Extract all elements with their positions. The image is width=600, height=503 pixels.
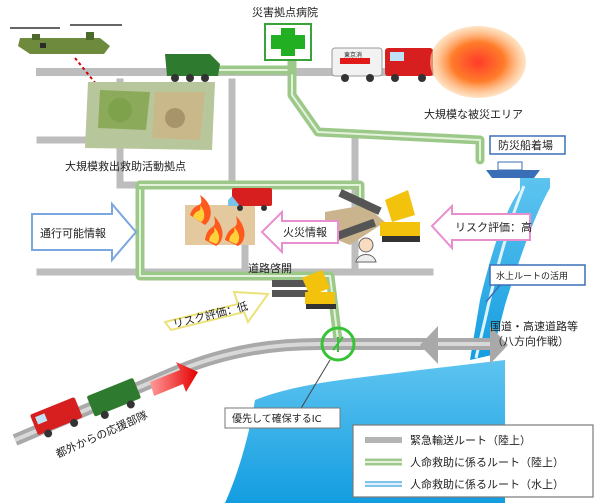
legend-label-water-rescue: 人命救助に係るルート（水上） (410, 477, 564, 491)
road-clearing-excavator (272, 270, 336, 309)
rescue-base-park (85, 82, 215, 150)
highway-sub-label: （八方向作戦） (492, 334, 569, 348)
legend-label-land-rescue: 人命救助に係るルート（陸上） (410, 455, 564, 469)
disaster-area-label: 大規模な被災エリア (424, 107, 523, 121)
fire-info-label: 火災情報 (283, 226, 327, 239)
svg-text:東京消: 東京消 (344, 51, 362, 59)
helicopter-drop-line (74, 57, 106, 96)
hospital-icon (264, 23, 312, 61)
risk-low-label: リスク評価：低 (171, 299, 249, 331)
support-army-truck (87, 378, 141, 419)
water-route-pointer (485, 284, 501, 303)
highway-arrow-head (420, 326, 438, 364)
worker-icon (355, 237, 377, 263)
river-route (474, 185, 526, 359)
ic-callout-line (299, 359, 331, 411)
debris-excavator-upper (325, 189, 420, 245)
road-clearing-label: 道路啓開 (248, 261, 292, 275)
fire-info-arrow (260, 209, 339, 255)
support-fire-truck (30, 397, 83, 438)
support-arrow (150, 362, 198, 396)
traffic-info-arrow (31, 201, 138, 263)
fire-truck-icon (385, 48, 433, 82)
water-route-label: 水上ルートの活用 (496, 270, 568, 282)
priority-ic-marker (320, 326, 356, 362)
priority-ic-box (224, 407, 341, 429)
legend-label-land-emergency: 緊急輸送ルート（陸上） (410, 433, 531, 447)
helicopter-icon (10, 24, 122, 54)
pier-label-box (489, 135, 566, 155)
pier-label: 防災船着場 (498, 138, 553, 152)
military-truck-icon (165, 54, 220, 82)
highway-label: 国道・高速道路等 (490, 319, 578, 333)
fire-scene (185, 195, 255, 246)
rescue-base-label: 大規模救出救助活動拠点 (65, 159, 186, 173)
risk-low-arrow (163, 290, 270, 332)
water-route-box (489, 264, 586, 286)
ambulance-icon: 東京消 (331, 47, 383, 82)
legend: 緊急輸送ルート（陸上） 人命救助に係るルート（陸上） 人命救助に係るルート（水上… (352, 424, 594, 498)
hospital-label: 災害拠点病院 (252, 5, 318, 19)
pier-boat-icon (486, 161, 540, 178)
priority-ic-label: 優先して確保するIC (232, 412, 322, 425)
disaster-area-glow (430, 26, 526, 98)
fire-engine-icon (228, 188, 272, 211)
risk-high-arrow (430, 203, 531, 251)
traffic-info-label: 通行可能情報 (40, 226, 106, 240)
risk-high-label: リスク評価：高 (455, 220, 532, 234)
